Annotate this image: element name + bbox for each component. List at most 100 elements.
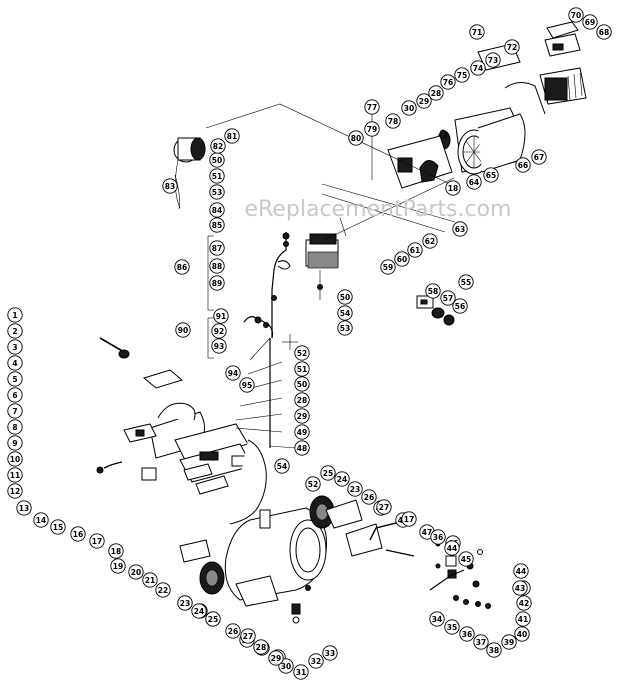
callout-number: 45	[461, 555, 471, 564]
callout-37: 37	[473, 634, 489, 650]
callout-circle	[294, 424, 310, 440]
callout-number: 25	[208, 615, 218, 624]
callout-94: 94	[225, 365, 241, 381]
callout-circle	[515, 611, 531, 627]
callout-circle	[7, 419, 23, 435]
callout-circle	[293, 664, 309, 680]
callout-number: 50	[340, 293, 350, 302]
callout-25: 25	[320, 465, 336, 481]
callout-91: 91	[213, 308, 229, 324]
callout-circle	[162, 178, 178, 194]
callout-52: 52	[294, 345, 310, 361]
callout-circle	[469, 24, 485, 40]
callout-86: 86	[174, 259, 190, 275]
callout-55: 55	[458, 274, 474, 290]
callout-number: 65	[486, 171, 496, 180]
callout-11: 11	[7, 467, 23, 483]
callout-89: 89	[209, 275, 225, 291]
callout-number: 57	[443, 294, 453, 303]
callout-number: 31	[296, 668, 306, 677]
callout-number: 19	[113, 562, 123, 571]
callout-number: 28	[256, 643, 266, 652]
callout-circle	[278, 658, 294, 674]
callout-14: 14	[33, 512, 49, 528]
callout-36: 36	[459, 626, 475, 642]
leader-lines	[205, 103, 456, 449]
callout-number: 17	[92, 537, 102, 546]
callout-circle	[322, 645, 338, 661]
callout-number: 17	[404, 515, 414, 524]
callout-number: 74	[473, 64, 483, 73]
callout-circle	[294, 440, 310, 456]
callout-circle	[394, 251, 410, 267]
callout-number: 47	[422, 528, 432, 537]
callout-34: 34	[429, 611, 445, 627]
callout-number: 70	[571, 11, 581, 20]
callout-24: 24	[334, 471, 350, 487]
callout-number: 30	[404, 104, 414, 113]
tank-assembly	[179, 495, 417, 624]
callout-circle	[401, 100, 417, 116]
callout-number: 7	[12, 407, 17, 416]
callout-number: 84	[212, 206, 222, 215]
callout-circle	[337, 320, 353, 336]
callout-number: 58	[428, 287, 438, 296]
callout-number: 29	[297, 412, 307, 421]
callout-44: 44	[444, 540, 460, 556]
callout-circle	[348, 130, 364, 146]
callout-circle	[458, 274, 474, 290]
callout-number: 23	[180, 599, 190, 608]
callout-number: 44	[516, 567, 526, 576]
callout-number: 62	[425, 237, 435, 246]
callout-circle	[7, 403, 23, 419]
callout-number: 33	[325, 649, 335, 658]
callout-circle	[320, 465, 336, 481]
callout-circle	[268, 650, 284, 666]
callout-72: 72	[504, 39, 520, 55]
callout-circle	[70, 526, 86, 542]
callout-number: 92	[214, 327, 224, 336]
callout-circle	[205, 611, 221, 627]
callout-circle	[385, 113, 401, 129]
callout-number: 18	[111, 547, 121, 556]
callout-circle	[7, 451, 23, 467]
callout-60: 60	[394, 251, 410, 267]
callout-circle	[7, 307, 23, 323]
callout-circle	[513, 563, 529, 579]
callout-number: 49	[297, 428, 307, 437]
callout-33: 33	[322, 645, 338, 661]
callout-49: 49	[294, 424, 310, 440]
fittings-assembly	[429, 541, 491, 609]
callout-circle	[483, 167, 499, 183]
callout-15: 15	[50, 519, 66, 535]
callout-number: 43	[515, 584, 525, 593]
callout-45: 45	[458, 551, 474, 567]
callout-84: 84	[209, 202, 225, 218]
callout-70: 70	[568, 7, 584, 23]
callout-circle	[7, 387, 23, 403]
callout-number: 3	[12, 343, 17, 352]
callout-93: 93	[211, 338, 227, 354]
callout-82: 82	[210, 138, 226, 154]
watermark: eReplacementParts.com	[245, 197, 512, 222]
callout-54: 54	[274, 458, 290, 474]
callout-36: 36	[430, 529, 446, 545]
callout-circle	[422, 233, 438, 249]
callout-95: 95	[239, 377, 255, 393]
callout-circle	[452, 298, 468, 314]
callout-number: 79	[367, 125, 377, 134]
callout-circle	[454, 67, 470, 83]
callout-26: 26	[361, 489, 377, 505]
callout-number: 95	[242, 381, 252, 390]
callout-circle	[175, 322, 191, 338]
callout-number: 51	[212, 172, 222, 181]
motor	[173, 137, 206, 210]
callout-number: 29	[271, 654, 281, 663]
callout-circle	[224, 128, 240, 144]
callout-number: 53	[212, 188, 222, 197]
callout-circle	[209, 217, 225, 233]
callout-circle	[211, 323, 227, 339]
callout-35: 35	[444, 619, 460, 635]
callout-27: 27	[376, 499, 392, 515]
callout-19: 19	[110, 558, 126, 574]
